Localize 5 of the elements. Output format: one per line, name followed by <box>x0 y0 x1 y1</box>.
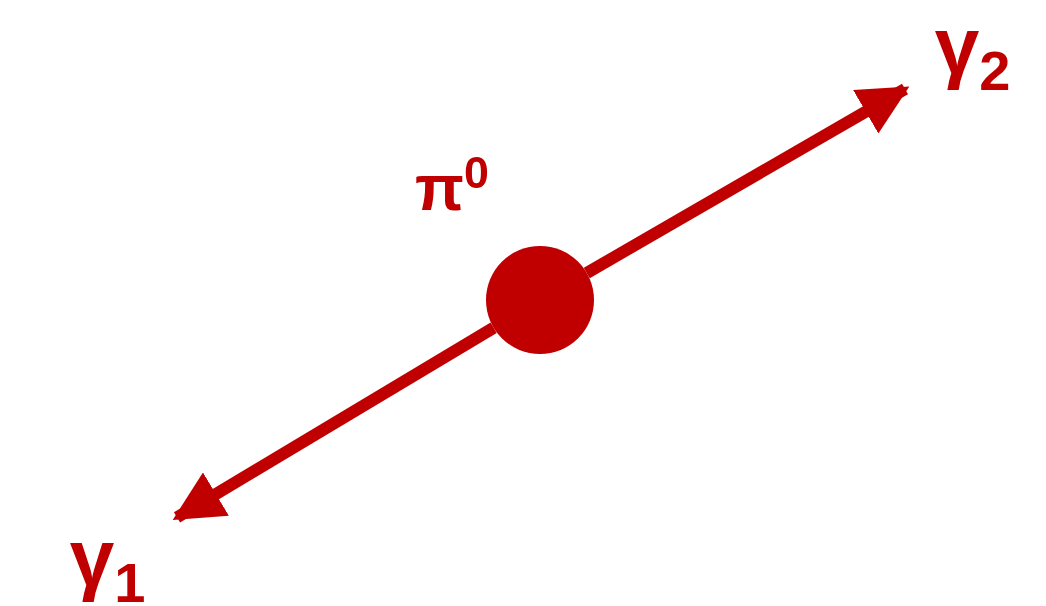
particle-label: π$^{0}$ <box>415 150 489 221</box>
arrow <box>172 322 497 523</box>
arrow <box>583 83 910 279</box>
particle-label: γ$_{2}$ <box>933 0 1012 99</box>
particle-label: γ$_{1}$ <box>68 512 147 606</box>
